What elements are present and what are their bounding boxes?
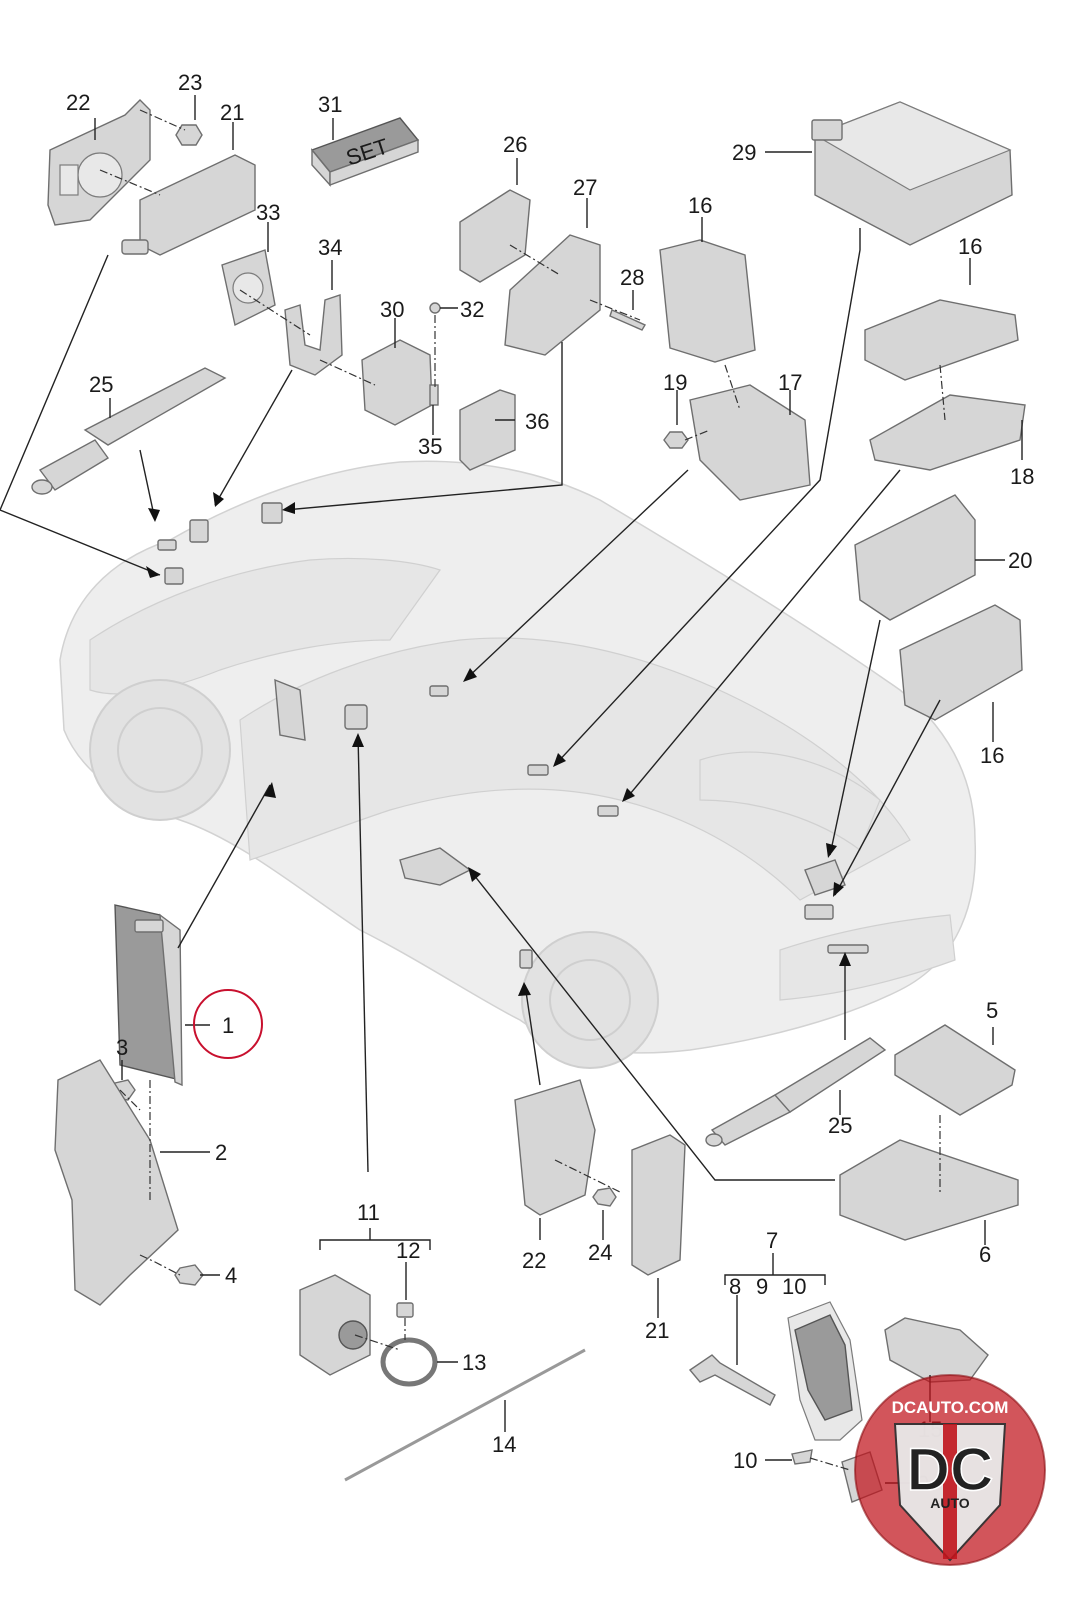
dcauto-watermark-logo: DCAUTO.COM DC AUTO [854,1374,1046,1566]
part-27-housing [504,234,601,356]
callout-19[interactable]: 19 [663,370,687,395]
part-16-module-right [864,299,1019,381]
part-36-bracket [459,389,516,471]
callout-4[interactable]: 4 [225,1263,237,1288]
watermark-initials: DC [907,1436,994,1503]
leader-lines [0,95,1023,1484]
part-16-module-top [659,239,756,363]
part-10-screw [791,1449,813,1465]
arrowheads [146,492,851,996]
part-10-key-fob [787,1301,863,1441]
callout-16-right[interactable]: 16 [958,234,982,259]
callout-22-lower[interactable]: 22 [522,1248,546,1273]
part-8-key-blade [688,1354,776,1406]
part-32-nut [429,302,441,314]
callout-18[interactable]: 18 [1010,464,1034,489]
callout-20[interactable]: 20 [1008,548,1032,573]
callout-21-top[interactable]: 21 [220,100,244,125]
callout-14[interactable]: 14 [492,1432,516,1457]
callout-3[interactable]: 3 [116,1035,128,1060]
callout-25-top[interactable]: 25 [89,372,113,397]
callout-30[interactable]: 30 [380,297,404,322]
part-15-key-cover [884,1317,989,1383]
part-25-antenna-top [31,367,227,495]
callout-8[interactable]: 8 [729,1274,741,1299]
part-13-ring [380,1337,438,1387]
callout-27[interactable]: 27 [573,175,597,200]
callout-5[interactable]: 5 [986,998,998,1023]
part-23-nut [175,124,203,146]
car-mounted-parts [157,502,869,969]
part-22-bracket-top [47,99,151,226]
part-21-module-lower [631,1134,686,1276]
callout-16-top[interactable]: 16 [688,193,712,218]
callout-22-top[interactable]: 22 [66,90,90,115]
part-34-u-bracket [284,294,343,376]
part-19-nut [663,431,689,449]
part-33-ring-bracket [221,249,276,327]
part-14-cable [344,1348,586,1482]
callout-12[interactable]: 12 [396,1238,420,1263]
callout-31[interactable]: 31 [318,92,342,117]
callout-33[interactable]: 33 [256,200,280,225]
part-6-bracket [839,1139,1019,1241]
watermark-site: DCAUTO.COM [892,1398,1009,1417]
callout-6[interactable]: 6 [979,1242,991,1267]
callout-21-lower[interactable]: 21 [645,1318,669,1343]
assembly-lines [99,109,946,1471]
car-silhouette [59,460,977,1069]
callout-7[interactable]: 7 [766,1228,778,1253]
part-28-bolt [609,309,647,331]
callout-10-lower[interactable]: 10 [733,1448,757,1473]
callout-17[interactable]: 17 [778,370,802,395]
callout-11[interactable]: 11 [357,1200,380,1225]
part-22-bracket-lower [514,1079,596,1216]
callout-28[interactable]: 28 [620,265,644,290]
part-29-control-unit [811,101,1013,246]
callout-13[interactable]: 13 [462,1350,486,1375]
part-17-bracket [689,384,811,501]
callout-2[interactable]: 2 [215,1140,227,1165]
callout-23[interactable]: 23 [178,70,202,95]
part-30-module [361,339,433,426]
part-21-module-top [121,154,256,256]
part-20-plate [854,494,976,621]
watermark-sub: AUTO [930,1495,970,1511]
callout-29[interactable]: 29 [732,140,756,165]
part-18-bracket [869,394,1026,471]
callout-34[interactable]: 34 [318,235,342,260]
callout-35[interactable]: 35 [418,434,442,459]
part-1-control-unit [114,904,183,1087]
part-24-nut [592,1187,617,1207]
callout-1[interactable]: 1 [222,1013,234,1038]
callout-9-top[interactable]: 9 [756,1274,768,1299]
callout-26[interactable]: 26 [503,132,527,157]
highlight-circle-part-1 [193,989,263,1059]
part-12-small-part [396,1302,414,1318]
callout-10-top[interactable]: 10 [782,1274,806,1299]
part-25-antenna-lower [705,1037,887,1147]
part-5-module [894,1024,1016,1116]
callout-16-lower[interactable]: 16 [980,743,1004,768]
callout-25-lower[interactable]: 25 [828,1113,852,1138]
callout-labels: 22 23 21 31 26 27 29 16 16 33 34 28 30 3… [66,70,1034,1496]
part-4-nut [174,1264,204,1286]
part-31-set-box: SET [310,117,420,187]
callout-36[interactable]: 36 [525,409,549,434]
callout-24[interactable]: 24 [588,1240,612,1265]
part-2-bracket [54,1059,179,1306]
part-35-screw [429,384,439,406]
part-11-ignition-switch [299,1274,371,1376]
callout-32[interactable]: 32 [460,297,484,322]
part-16-module-lower [899,604,1023,721]
part-26-module [459,189,531,283]
